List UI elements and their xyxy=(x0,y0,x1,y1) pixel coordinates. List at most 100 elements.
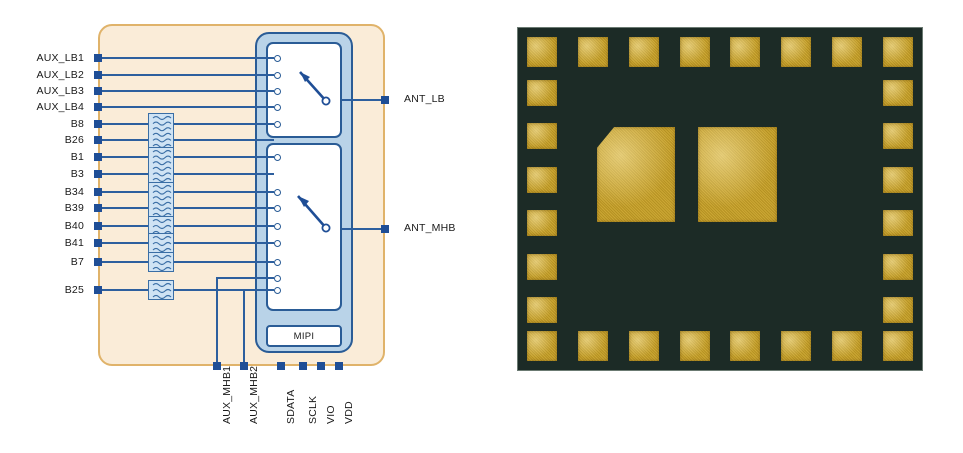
input-pin-label: B39 xyxy=(64,202,84,214)
package-pad-left xyxy=(527,253,557,280)
filter-output-wire xyxy=(174,156,274,158)
input-wire xyxy=(102,156,148,158)
bottom-pin-label: SCLK xyxy=(307,395,319,424)
bottom-pin-pad xyxy=(335,362,343,370)
ant-mhb-label: ANT_MHB xyxy=(404,222,456,234)
saw-filter-block xyxy=(148,113,174,149)
input-wire xyxy=(102,191,148,193)
ant-lb-label: ANT_LB xyxy=(404,93,445,105)
package-center-pad-right xyxy=(698,127,777,222)
filter-output-wire xyxy=(174,207,274,209)
input-pin-pad xyxy=(94,120,102,128)
bottom-pin-wire-v xyxy=(216,278,218,362)
package-pad-bottom xyxy=(679,331,710,361)
input-wire xyxy=(102,207,148,209)
input-wire xyxy=(102,261,148,263)
bottom-pin-pad xyxy=(213,362,221,370)
switch-terminal xyxy=(274,258,281,266)
package-pad-left xyxy=(527,210,557,237)
package-pad-right xyxy=(883,166,913,193)
input-pin-label: AUX_LB3 xyxy=(36,85,84,97)
package-pad-top xyxy=(527,37,557,67)
filter-output-wire xyxy=(174,139,274,141)
switch-terminal xyxy=(274,204,281,212)
bottom-pin-label: VIO xyxy=(325,405,337,424)
input-pin-label: B40 xyxy=(64,220,84,232)
input-pin-label: B8 xyxy=(70,118,84,130)
input-wire xyxy=(102,106,274,108)
package-pad-bottom xyxy=(730,331,761,361)
switch-terminal xyxy=(274,120,281,128)
switch-terminal xyxy=(274,54,281,62)
package-pad-left xyxy=(527,123,557,150)
input-wire xyxy=(102,289,148,291)
input-pin-pad xyxy=(94,170,102,178)
input-pin-label: B1 xyxy=(70,151,84,163)
input-pin-pad xyxy=(94,136,102,144)
saw-filter-block xyxy=(148,233,174,253)
input-pin-pad xyxy=(94,204,102,212)
package-center-pad-left xyxy=(597,127,675,222)
package-pad-top xyxy=(781,37,812,67)
filter-squiggle-icon xyxy=(152,282,172,299)
filter-squiggle-icon xyxy=(152,254,172,271)
filter-output-wire xyxy=(174,261,274,263)
input-pin-label: B34 xyxy=(64,186,84,198)
package-pad-top xyxy=(577,37,608,67)
bottom-pin-wire-v xyxy=(243,290,245,362)
input-pin-pad xyxy=(94,153,102,161)
input-wire xyxy=(102,139,148,141)
ant-lb-wire xyxy=(342,99,385,101)
input-wire xyxy=(102,173,148,175)
input-pin-pad xyxy=(94,103,102,111)
filter-output-wire xyxy=(174,242,274,244)
bottom-pin-label: VDD xyxy=(343,401,355,424)
switch-terminal xyxy=(274,222,281,230)
input-wire xyxy=(102,242,148,244)
input-wire xyxy=(102,74,274,76)
package-pad-left xyxy=(527,80,557,106)
mipi-label: MIPI xyxy=(293,330,315,342)
input-pin-pad xyxy=(94,239,102,247)
filter-squiggle-icon xyxy=(152,235,172,252)
filter-output-wire xyxy=(174,225,274,227)
package-pad-bottom xyxy=(577,331,608,361)
package-pad-bottom xyxy=(527,331,557,361)
package-pad-right xyxy=(883,80,913,106)
input-pin-label: AUX_LB4 xyxy=(36,101,84,113)
input-pin-label: B41 xyxy=(64,237,84,249)
input-pin-pad xyxy=(94,54,102,62)
switch-terminal xyxy=(274,239,281,247)
package-pad-bottom xyxy=(883,331,913,361)
input-pin-label: B3 xyxy=(70,168,84,180)
switch-terminal xyxy=(274,87,281,95)
bottom-pin-pad xyxy=(277,362,285,370)
filter-output-wire xyxy=(174,123,274,125)
bottom-pin-label: SDATA xyxy=(285,389,297,424)
input-pin-label: B26 xyxy=(64,134,84,146)
saw-filter-block xyxy=(148,147,174,183)
bottom-pin-pad xyxy=(299,362,307,370)
package-pads-layer xyxy=(518,28,922,370)
package-pad-top xyxy=(730,37,761,67)
switch-terminal xyxy=(274,286,281,294)
package-pad-left xyxy=(527,297,557,323)
filter-output-wire xyxy=(174,191,274,193)
switch-terminal xyxy=(274,153,281,161)
switch-terminal xyxy=(274,188,281,196)
package-pad-left xyxy=(527,166,557,193)
input-pin-pad xyxy=(94,87,102,95)
saw-filter-block xyxy=(148,182,174,218)
switch-terminal xyxy=(274,71,281,79)
switch-terminal xyxy=(274,103,281,111)
ant-lb-pad xyxy=(381,96,389,104)
bottom-pin-wire-h xyxy=(216,277,274,279)
package-pad-bottom xyxy=(781,331,812,361)
bottom-pin-pad xyxy=(240,362,248,370)
input-pin-label: AUX_LB1 xyxy=(36,52,84,64)
package-pad-bottom xyxy=(832,331,863,361)
ant-mhb-wire xyxy=(342,228,385,230)
input-pin-pad xyxy=(94,222,102,230)
